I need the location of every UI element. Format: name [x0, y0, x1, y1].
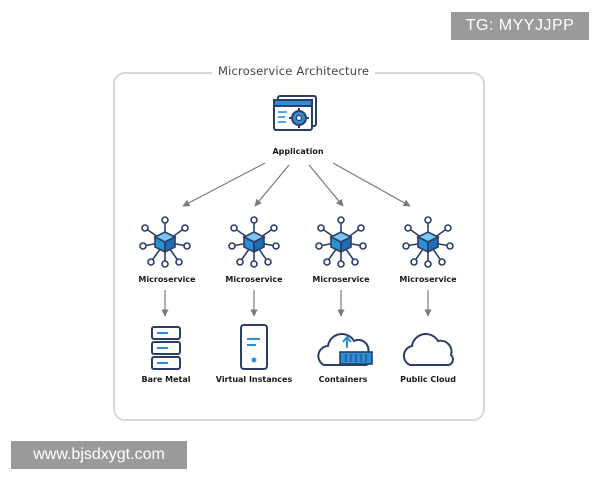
watermark-top-right: TG: MYYJJPP [451, 12, 589, 40]
microservice-hub-cube-icon [228, 216, 280, 268]
microservice-label-3: Microservice [312, 275, 370, 284]
diagram-title: Microservice Architecture [212, 64, 376, 78]
watermark-bottom-left: www.bjsdxygt.com [11, 441, 187, 469]
target-label-bare-metal: Bare Metal [141, 375, 191, 384]
application-label: Application [272, 147, 324, 156]
cloud-container-icon [317, 332, 373, 366]
arrow-app-to-ms-3 [308, 164, 344, 207]
microservice-hub-cube-icon [139, 216, 191, 268]
microservice-label-1: Microservice [138, 275, 196, 284]
arrow-app-to-ms-4 [332, 162, 411, 207]
application-window-gear-icon [273, 95, 317, 131]
arrow-app-to-ms-1 [182, 162, 266, 207]
phone-device-icon [240, 324, 268, 370]
microservice-hub-cube-icon [402, 216, 454, 268]
server-stack-icon [151, 326, 181, 370]
arrow-app-to-ms-2 [254, 164, 290, 207]
target-label-containers: Containers [318, 375, 368, 384]
target-label-virtual-instances: Virtual Instances [215, 375, 293, 384]
microservice-label-4: Microservice [399, 275, 457, 284]
target-label-public-cloud: Public Cloud [400, 375, 456, 384]
microservice-label-2: Microservice [225, 275, 283, 284]
microservice-hub-cube-icon [315, 216, 367, 268]
cloud-icon [402, 332, 454, 366]
